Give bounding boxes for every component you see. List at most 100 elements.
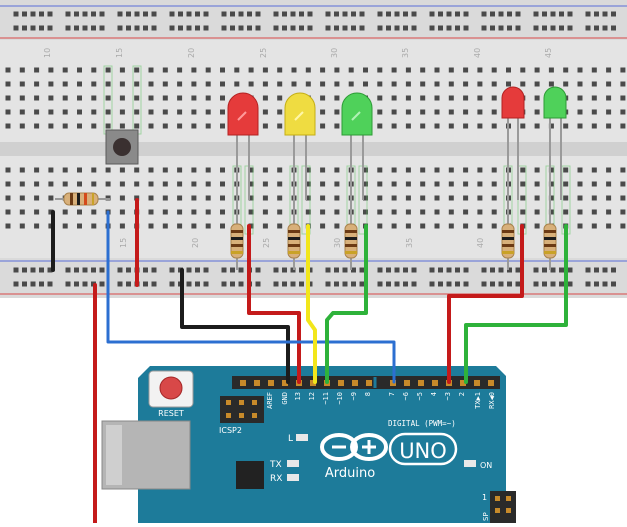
rail-hole	[47, 11, 53, 17]
breadboard-hole	[119, 81, 125, 87]
breadboard-hole	[262, 223, 268, 229]
breadboard-hole	[563, 209, 569, 215]
breadboard-hole	[34, 167, 40, 173]
rail-hole	[463, 281, 469, 287]
rail-hole	[351, 11, 356, 17]
breadboard-hole	[134, 167, 140, 173]
rail-hole	[342, 281, 348, 287]
breadboard-hole	[119, 95, 125, 101]
breadboard-hole	[348, 81, 354, 87]
breadboard-hole	[277, 95, 283, 101]
rail-hole	[134, 25, 140, 31]
header-pin	[474, 380, 480, 386]
wire-red-pin3	[447, 224, 524, 384]
breadboard-hole	[77, 209, 82, 215]
breadboard-hole	[205, 209, 211, 215]
wire-black-gnd	[180, 268, 290, 384]
breadboard-hole	[19, 181, 25, 187]
wires	[51, 198, 568, 525]
breadboard-hole	[548, 81, 554, 87]
breadboard-hole	[448, 181, 454, 187]
breadboard-hole	[62, 109, 68, 115]
breadboard-hole	[420, 181, 426, 187]
led-green-small-icon	[543, 86, 567, 119]
breadboard-hole	[577, 223, 583, 229]
rail-hole	[186, 11, 192, 17]
breadboard-hole	[91, 109, 97, 115]
breadboard-hole	[491, 109, 497, 115]
breadboard-hole	[534, 109, 540, 115]
breadboard-hole	[220, 195, 225, 201]
breadboard-hole	[277, 223, 283, 229]
rail-hole	[126, 281, 131, 287]
breadboard-hole	[177, 67, 183, 73]
rail-hole	[273, 11, 279, 17]
breadboard-hole	[420, 81, 426, 87]
reset-button-cap[interactable]	[159, 376, 183, 400]
breadboard-hole	[491, 81, 497, 87]
breadboard-hole	[277, 81, 283, 87]
breadboard-hole	[434, 95, 440, 101]
rail-hole	[550, 11, 556, 17]
breadboard-hole	[48, 95, 54, 101]
breadboard-hole	[134, 67, 140, 73]
rail-hole	[126, 11, 131, 17]
header-pin	[310, 380, 316, 386]
push-button[interactable]	[105, 129, 139, 165]
breadboard-hole	[477, 81, 483, 87]
rail-hole	[334, 11, 339, 17]
push-button-cap[interactable]	[113, 138, 131, 156]
rail-hole	[602, 267, 608, 273]
breadboard-hole	[177, 81, 183, 87]
breadboard-hole	[77, 123, 82, 129]
breadboard-hole	[434, 167, 440, 173]
pin-label-3: ~3	[444, 392, 452, 400]
rail-hole	[359, 11, 365, 17]
breadboard-hole	[105, 81, 111, 87]
breadboard-hole	[305, 209, 311, 215]
rail-hole	[238, 25, 244, 31]
rail-hole	[273, 281, 279, 287]
breadboard-hole	[162, 195, 168, 201]
rail-hole	[13, 267, 19, 273]
rail-hole	[594, 267, 599, 273]
breadboard-hole	[620, 95, 626, 101]
breadboard-hole	[534, 167, 540, 173]
rail-hole	[221, 267, 227, 273]
breadboard-hole	[391, 95, 397, 101]
resistor-band	[84, 193, 87, 205]
on-led-label: ON	[480, 461, 492, 470]
breadboard-hole	[205, 167, 211, 173]
rail-hole	[334, 281, 339, 287]
breadboard-hole	[334, 109, 340, 115]
breadboard-hole	[506, 81, 511, 87]
breadboard-hole	[62, 95, 68, 101]
breadboard-hole	[391, 109, 397, 115]
rail-hole	[247, 25, 252, 31]
rail-hole	[542, 11, 547, 17]
rail-hole	[151, 25, 157, 31]
breadboard-hole	[177, 167, 183, 173]
rail-hole	[602, 25, 608, 31]
breadboard-hole	[405, 209, 411, 215]
rail-hole	[65, 281, 71, 287]
rail-hole	[611, 281, 616, 287]
reset-label: RESET	[158, 409, 184, 418]
breadboard-hole	[334, 209, 340, 215]
breadboard-hole	[491, 167, 497, 173]
rail-hole	[203, 11, 209, 17]
breadboard-hole	[191, 81, 197, 87]
breadboard-hole	[405, 123, 411, 129]
breadboard-hole	[105, 181, 111, 187]
rail-hole	[307, 25, 313, 31]
breadboard-hole	[205, 67, 211, 73]
rail-hole	[290, 11, 296, 17]
column-number: 25	[262, 238, 271, 248]
breadboard-hole	[534, 209, 540, 215]
rail-hole	[307, 11, 313, 17]
breadboard-hole	[105, 95, 111, 101]
rail-hole	[550, 281, 556, 287]
rail-hole	[559, 281, 564, 287]
breadboard-hole	[91, 123, 97, 129]
breadboard-hole	[405, 223, 411, 229]
